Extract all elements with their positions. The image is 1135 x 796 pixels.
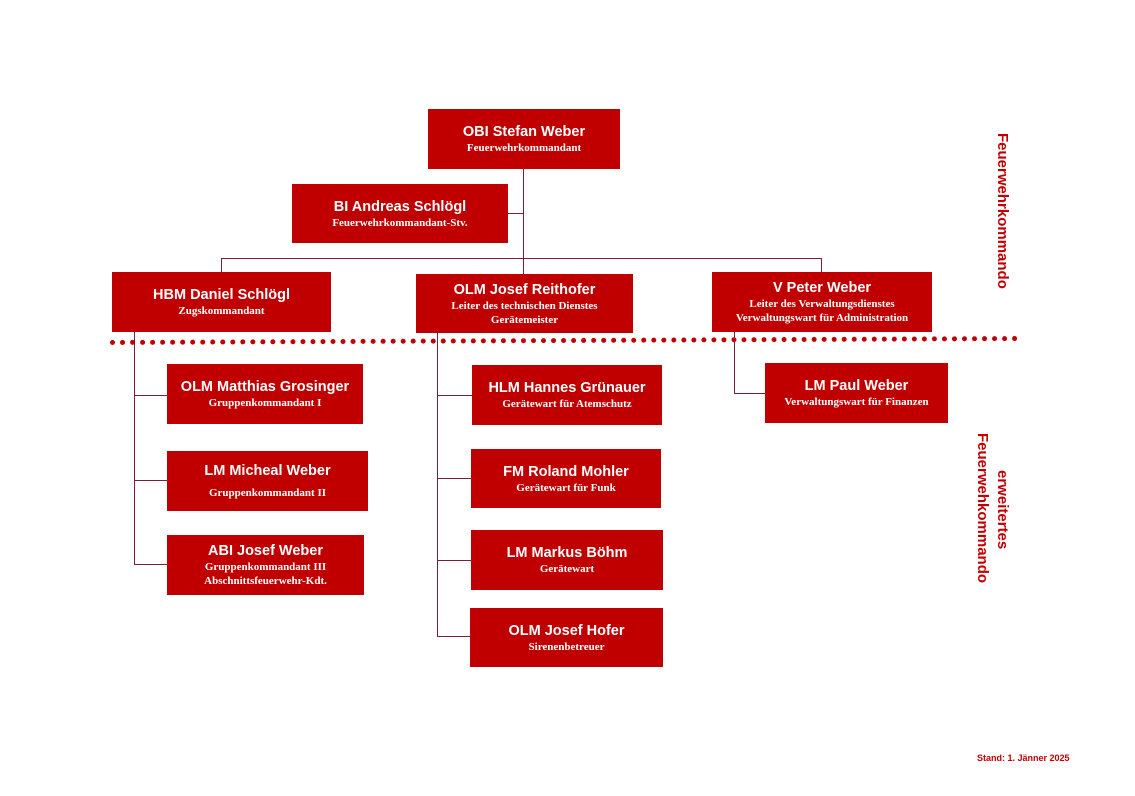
node-role: Leiter des technischen Dienstes bbox=[451, 299, 598, 312]
label-feuerwehrkommando: Feuerwehrkommando bbox=[994, 133, 1011, 289]
connector-line bbox=[134, 395, 167, 396]
node-zugskommandant: HBM Daniel Schlögl Zugskommandant bbox=[112, 272, 331, 332]
connector-line bbox=[437, 478, 471, 479]
node-kommandant: OBI Stefan Weber Feuerwehrkommandant bbox=[428, 109, 620, 169]
connector-line bbox=[523, 258, 524, 274]
node-name: OBI Stefan Weber bbox=[462, 124, 586, 140]
node-name: FM Roland Mohler bbox=[503, 463, 629, 480]
connector-line bbox=[437, 395, 472, 396]
node-geraetewart: LM Markus Böhm Gerätewart bbox=[471, 530, 663, 590]
node-name: LM Markus Böhm bbox=[506, 545, 628, 561]
connector-line bbox=[134, 564, 167, 565]
separator-dotted-line bbox=[110, 336, 1019, 345]
node-role: Sirenenbetreuer bbox=[528, 640, 605, 653]
node-role: Verwaltungswart für Finanzen bbox=[784, 396, 929, 408]
node-role: Zugskommandant bbox=[178, 305, 265, 317]
node-role: Gruppenkommandant I bbox=[208, 397, 322, 409]
node-role: Abschnittsfeuerwehr-Kdt. bbox=[204, 575, 327, 587]
connector-line bbox=[437, 636, 471, 637]
node-name: HBM Daniel Schlögl bbox=[153, 287, 290, 303]
node-role: Gerätemeister bbox=[490, 313, 559, 326]
connector-line bbox=[734, 332, 735, 394]
node-gruppenkommandant-3: ABI Josef Weber Gruppenkommandant III Ab… bbox=[167, 535, 364, 595]
node-name: OLM Josef Reithofer bbox=[453, 281, 596, 298]
node-name: ABI Josef Weber bbox=[208, 543, 323, 559]
node-role: Verwaltungswart für Administration bbox=[735, 312, 909, 324]
node-stellvertreter: BI Andreas Schlögl Feuerwehrkommandant-S… bbox=[292, 184, 508, 243]
connector-line bbox=[221, 258, 222, 273]
node-name: HLM Hannes Grünauer bbox=[488, 380, 646, 396]
label-erweitertes: erweitertes bbox=[994, 470, 1011, 550]
connector-line bbox=[821, 258, 822, 272]
connector-line bbox=[734, 393, 765, 394]
node-role: Feuerwehrkommandant bbox=[466, 142, 582, 154]
node-role: Gerätewart bbox=[539, 563, 595, 575]
node-geraetewart-funk: FM Roland Mohler Gerätewart für Funk bbox=[471, 449, 661, 508]
node-gruppenkommandant-1: OLM Matthias Grosinger Gruppenkommandant… bbox=[167, 364, 363, 424]
node-gruppenkommandant-2: LM Micheal Weber Gruppenkommandant II bbox=[167, 451, 368, 511]
connector-line bbox=[437, 560, 471, 561]
label-feuerwehkommando-lower: Feuerwehkommando bbox=[974, 433, 991, 584]
node-name: BI Andreas Schlögl bbox=[333, 198, 467, 215]
node-role: Feuerwehrkommandant-Stv. bbox=[332, 216, 468, 229]
node-role: Gerätewart für Atemschutz bbox=[502, 398, 632, 410]
connector-line bbox=[437, 333, 438, 637]
node-name: V Peter Weber bbox=[772, 280, 872, 296]
node-verwaltungswart-finanzen: LM Paul Weber Verwaltungswart für Finanz… bbox=[765, 363, 948, 423]
node-role: Gruppenkommandant III bbox=[204, 561, 327, 573]
node-name: OLM Matthias Grosinger bbox=[180, 379, 350, 395]
node-sirenenbetreuer: OLM Josef Hofer Sirenenbetreuer bbox=[470, 608, 663, 667]
node-name: LM Paul Weber bbox=[804, 378, 909, 394]
connector-line bbox=[134, 480, 167, 481]
connector-line bbox=[523, 169, 524, 259]
node-technischer-dienst: OLM Josef Reithofer Leiter des technisch… bbox=[416, 274, 633, 333]
node-role: Gruppenkommandant II bbox=[208, 487, 327, 499]
connector-line bbox=[134, 332, 135, 565]
connector-line bbox=[507, 213, 524, 214]
node-role: Leiter des Verwaltungsdienstes bbox=[749, 298, 895, 310]
node-geraetewart-atemschutz: HLM Hannes Grünauer Gerätewart für Atems… bbox=[472, 365, 662, 425]
footer-stand-date: Stand: 1. Jänner 2025 bbox=[977, 753, 1070, 763]
node-role: Gerätewart für Funk bbox=[516, 481, 616, 494]
node-name: LM Micheal Weber bbox=[204, 463, 331, 479]
connector-line bbox=[221, 258, 822, 259]
node-name: OLM Josef Hofer bbox=[508, 622, 625, 639]
node-verwaltungsdienst: V Peter Weber Leiter des Verwaltungsdien… bbox=[712, 272, 932, 332]
